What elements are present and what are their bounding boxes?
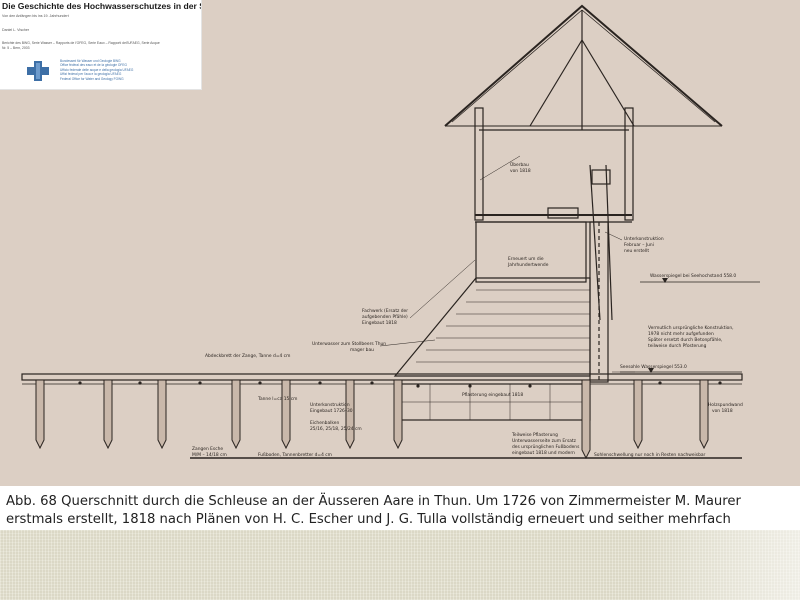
vermutlich-label-4: teilweise durch Pfosterung xyxy=(648,343,707,349)
publication-title: Die Geschichte des Hochwasserschutzes in… xyxy=(2,1,201,11)
footer-highlight xyxy=(640,530,800,600)
pflasterung-label: Pflasterung eingebaut 1818 xyxy=(462,392,523,398)
pile xyxy=(699,379,709,450)
publication-series: Berichte des BWG, Serie Wasser – Rapport… xyxy=(2,41,160,45)
ueberbau-year-label: von 1818 xyxy=(510,168,531,174)
vermutlich-label: Vermutlich ursprüngliche Konstruktion, xyxy=(648,325,734,331)
office-list: Bundesamt für Wasser und Geologie BWG Of… xyxy=(60,59,133,81)
zangen-label: Zangen Esche xyxy=(192,446,223,452)
zangen-label-2: M/M – 14/18 cm xyxy=(192,452,227,458)
pile xyxy=(393,379,403,450)
pile xyxy=(231,379,241,450)
holzspundwand-label: Holzspundwand xyxy=(708,402,743,408)
sohlen-label: Sohlenschwellung nur noch in Resten nach… xyxy=(594,452,706,458)
publication-cover-card: Die Geschichte des Hochwasserschutzes in… xyxy=(0,0,202,90)
teilweise-label: Teilweise Pflasterung xyxy=(511,432,558,438)
wasserspiegel-label: Wasserspiegel bei Seehochstand 558.0 xyxy=(650,273,736,279)
pile xyxy=(633,379,643,450)
embankment xyxy=(393,277,591,377)
unterkonstruktion-label-3: neu erstellt xyxy=(624,248,649,254)
eichenbalken-label: Eichenbalken xyxy=(310,420,339,426)
holzspundwand-label-2: von 1818 xyxy=(712,408,733,414)
publication-author: Daniel L. Vischer xyxy=(2,28,30,32)
sluice-cross-section-svg: Überbau von 1818 Erneuert um die Jahrhun… xyxy=(21,4,760,460)
office-line: Bundesamt für Wasser und Geologie BWG xyxy=(60,59,121,63)
swiss-federal-logo-icon xyxy=(25,60,51,82)
eichenbalken-label-2: 25/16, 25/18, 25/24 cm xyxy=(310,426,362,432)
teilweise-label-4: eingebaut 1818 und modern xyxy=(512,450,575,456)
publication-subtitle: Von den Anfängen bis ins 19. Jahrhundert xyxy=(2,14,69,18)
unterkonstruktion-low-label: Unterkonstruktion xyxy=(310,402,350,408)
erneuert-label: Erneuert um die xyxy=(508,256,544,262)
fachwerk-label-3: Eingebaut 1818 xyxy=(362,320,397,326)
tanne-label: Tanne l=ca 15 cm xyxy=(257,396,297,402)
vermutlich-label-2: 1978 nicht mehr aufgefunden xyxy=(648,331,714,337)
publication-series-number: Nr. 5 – Bern, 2003 xyxy=(2,46,30,50)
pile xyxy=(157,379,167,450)
right-post xyxy=(624,107,634,221)
unterkonstruktion-label: Unterkonstruktion xyxy=(624,236,664,242)
fachwerk-label: Fachwerk (Ersatz der xyxy=(362,308,408,314)
unterwasser-label: Unterwasser zum Stollbeers Thun xyxy=(312,341,386,347)
fussboden-label: Fußboden, Tannenbretter d=4 cm xyxy=(258,452,332,458)
office-line: Uffizi federal per l'aua e la geologia U… xyxy=(60,72,122,77)
pile xyxy=(103,379,113,450)
unterkonstruktion-label-2: Februar – Juni xyxy=(624,242,654,248)
vermutlich-label-3: Später ersetzt durch Betonpfähle, xyxy=(648,337,722,343)
pile xyxy=(345,379,355,450)
figure-caption: Abb. 68 Querschnitt durch die Schleuse a… xyxy=(6,494,741,544)
abdeckbrett-label: Abdeckbrett der Zange, Tanne d=4 cm xyxy=(205,353,290,359)
erneuert-label-2: Jahrhundertwende xyxy=(507,262,549,268)
teilweise-label-3: des ursprünglichen Fußbodens xyxy=(512,444,580,450)
pile xyxy=(35,379,45,450)
office-line: Ufficio federale delle acque e della geo… xyxy=(60,67,134,72)
pile xyxy=(581,379,591,460)
ueberbau-label: Überbau xyxy=(510,161,529,168)
seesohle-label: Seesohle Wasserspiegel 553.0 xyxy=(620,364,687,370)
roof-outline xyxy=(444,4,723,127)
pile xyxy=(281,379,291,450)
office-line: Office fédéral des eaux et de la géologi… xyxy=(60,63,127,68)
fachwerk-label-2: aufgebenden Pfähle) xyxy=(362,314,408,320)
teilweise-label-2: Unterwasserseite zum Ersatz xyxy=(512,438,577,444)
unterwasser-label-2: mager bau xyxy=(350,347,374,353)
unterkonstruktion-low-label-2: Eingebaut 1726–30 xyxy=(310,408,353,414)
office-line: Federal Office for Water and Geology FOW… xyxy=(60,76,124,81)
left-post xyxy=(474,107,484,221)
deck-beam xyxy=(21,373,743,381)
